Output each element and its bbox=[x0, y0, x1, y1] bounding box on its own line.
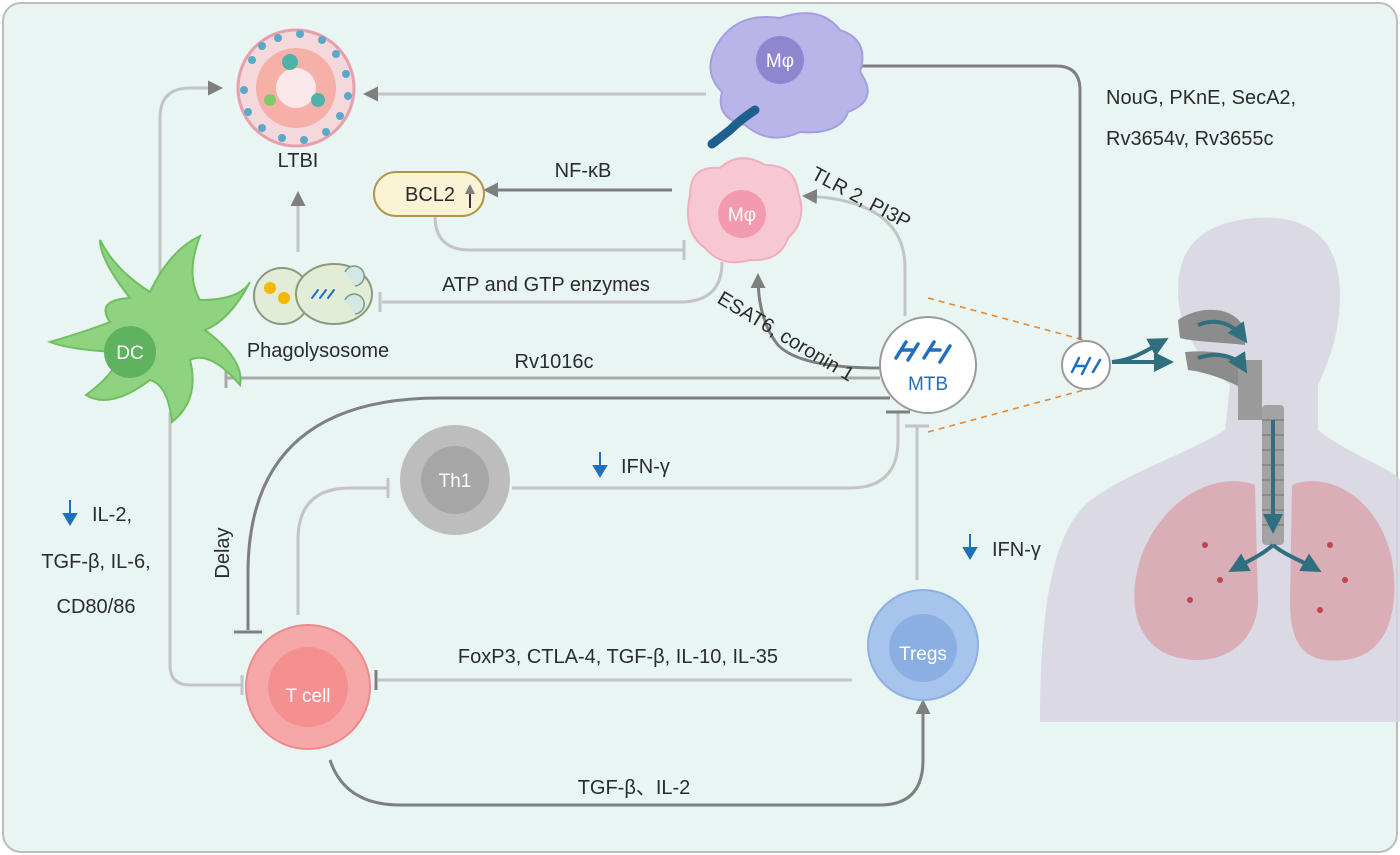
label-ifn-th1: IFN-γ bbox=[621, 456, 670, 478]
edge-esat6 bbox=[750, 273, 881, 370]
edge-tgf-il2 bbox=[328, 699, 931, 807]
edge-mtb-to-top-mac bbox=[845, 58, 1082, 340]
macrophage-top-label: Mφ bbox=[766, 51, 794, 72]
label-rv1016c: Rv1016c bbox=[515, 351, 594, 373]
edge-bcl2-inhibit-mac bbox=[433, 215, 684, 252]
zoom-line-top bbox=[927, 297, 1085, 341]
label-dc-line3: CD80/86 bbox=[57, 596, 136, 618]
bcl2-label: BCL2 bbox=[405, 184, 455, 206]
mtb-icon bbox=[879, 316, 977, 414]
zoom-line-bottom bbox=[927, 389, 1085, 433]
edge-tlr2 bbox=[802, 188, 907, 316]
label-atp-gtp: ATP and GTP enzymes bbox=[442, 274, 650, 296]
tregs-label: Tregs bbox=[899, 644, 947, 665]
label-delay: Delay bbox=[212, 527, 234, 578]
down-arrow-icon bbox=[962, 534, 978, 560]
edge-dc-to-ltbi bbox=[158, 80, 223, 292]
phagolysosome-label: Phagolysosome bbox=[247, 340, 389, 362]
down-arrow-icon bbox=[592, 452, 608, 478]
mtb-label: MTB bbox=[908, 374, 948, 395]
dc-label: DC bbox=[116, 343, 143, 364]
th1-label: Th1 bbox=[439, 471, 472, 492]
label-noug-line2: Rv3654v, Rv3655c bbox=[1106, 128, 1274, 150]
tcell-nucleus bbox=[268, 647, 348, 727]
label-tgf-il2: TGF-β、IL-2 bbox=[578, 777, 691, 799]
label-noug-line1: NouG, PKnE, SecA2, bbox=[1106, 87, 1296, 109]
edge-dc-inhibit-tcell bbox=[168, 412, 242, 687]
tcell-label: T cell bbox=[285, 686, 330, 707]
label-ifn-treg: IFN-γ bbox=[992, 539, 1041, 561]
label-dc-line1: IL-2, bbox=[92, 504, 132, 526]
macrophage-mid-label: Mφ bbox=[728, 205, 756, 226]
phagolysosome-icon bbox=[253, 263, 373, 325]
human-silhouette-icon bbox=[1040, 217, 1400, 722]
tregs-nucleus bbox=[889, 614, 957, 682]
ltbi-label: LTBI bbox=[278, 150, 319, 172]
label-dc-line2: TGF-β, IL-6, bbox=[41, 551, 150, 573]
inhaled-bacteria-icon bbox=[1061, 340, 1111, 390]
macrophage-top-icon bbox=[707, 12, 869, 149]
edge-atp-gtp bbox=[382, 261, 724, 304]
edge-th1-ifn bbox=[512, 412, 900, 490]
dc-icon bbox=[46, 234, 251, 424]
edge-delay bbox=[246, 396, 890, 630]
ltbi-granuloma-icon bbox=[236, 28, 356, 148]
th1-nucleus bbox=[421, 446, 489, 514]
down-arrow-icon bbox=[62, 500, 78, 526]
label-nfkb: NF-κB bbox=[555, 160, 612, 182]
edge-tcell-inhibit-th1 bbox=[296, 486, 388, 615]
label-foxp3: FoxP3, CTLA-4, TGF-β, IL-10, IL-35 bbox=[458, 646, 778, 668]
bcl2-box bbox=[373, 171, 485, 217]
macrophage-mid-icon bbox=[686, 157, 803, 264]
